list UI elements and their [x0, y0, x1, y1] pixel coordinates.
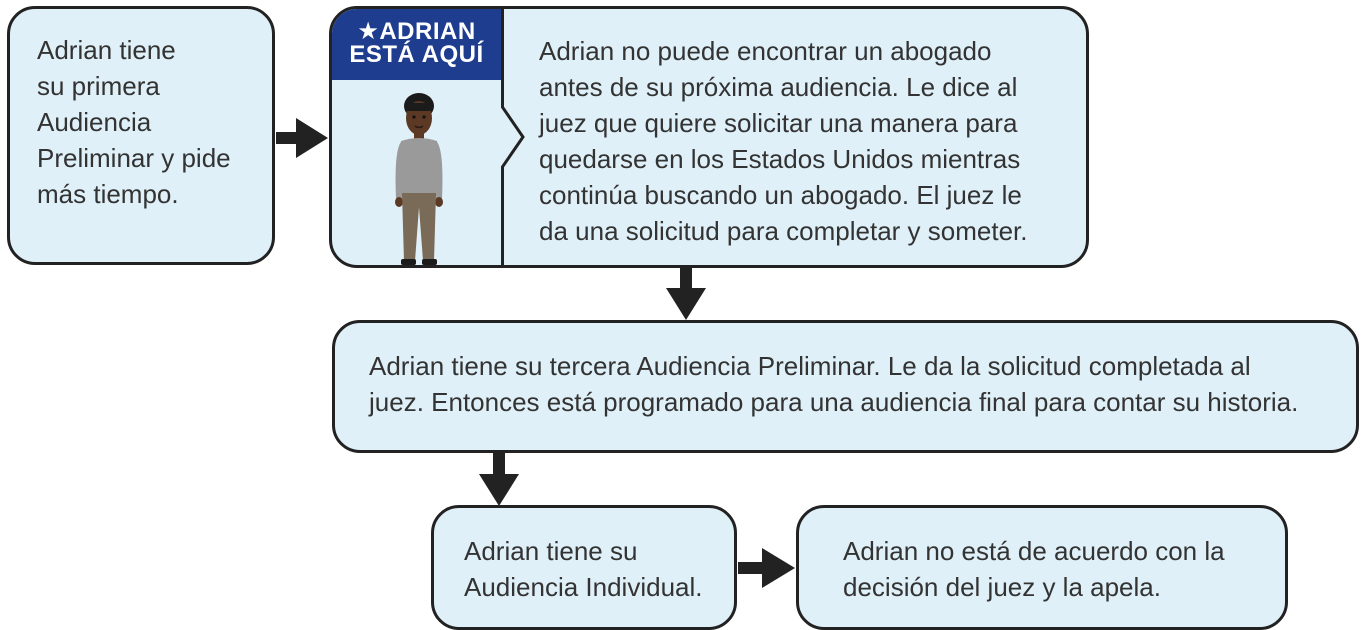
- step1-text: Adrian tiene su primera Audiencia Prelim…: [37, 35, 231, 209]
- you-are-here-badge: ★ADRIAN ESTÁ AQUÍ: [332, 9, 501, 80]
- step5-text: Adrian no está de acuerdo con la decisió…: [843, 536, 1225, 602]
- step4-box: Adrian tiene su Audiencia Individual.: [431, 505, 737, 630]
- step2-text: Adrian no puede encontrar un abogado ant…: [539, 36, 1028, 246]
- step1-box: Adrian tiene su primera Audiencia Prelim…: [7, 6, 275, 265]
- step5-box: Adrian no está de acuerdo con la decisió…: [796, 505, 1288, 630]
- step3-text: Adrian tiene su tercera Audiencia Prelim…: [369, 351, 1299, 417]
- arrow-step3-to-step4: [479, 452, 519, 506]
- arrow-step1-to-step2: [276, 118, 328, 158]
- adrian-figure: [395, 93, 443, 265]
- arrow-step4-to-step5: [738, 548, 795, 588]
- step4-text: Adrian tiene su Audiencia Individual.: [464, 536, 703, 602]
- step3-box: Adrian tiene su tercera Audiencia Prelim…: [332, 320, 1359, 453]
- speech-pointer: [501, 105, 525, 169]
- arrow-step2-to-step3: [666, 266, 706, 320]
- step2-box: ★ADRIAN ESTÁ AQUÍ Adrian no puede encont…: [329, 6, 1089, 268]
